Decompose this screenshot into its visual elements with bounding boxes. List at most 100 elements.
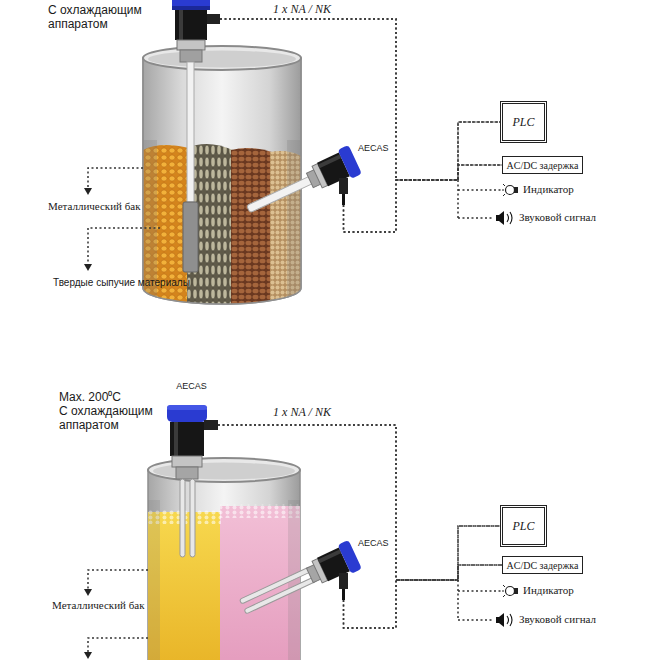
bus-wire bbox=[457, 180, 459, 218]
sensor-housing bbox=[170, 422, 204, 456]
sensor-body bbox=[236, 540, 362, 621]
sensor-caption: С охлаждающим аппаратом bbox=[48, 3, 156, 31]
relay-label: AC/DC задержка bbox=[506, 560, 578, 571]
signal-wire bbox=[344, 165, 503, 232]
probe-rod bbox=[187, 62, 194, 202]
probe-weight bbox=[183, 202, 198, 272]
cap-highlight bbox=[167, 405, 207, 410]
lamp-base bbox=[514, 588, 518, 594]
cable bbox=[342, 194, 345, 205]
signal-wire bbox=[344, 565, 503, 628]
arrowhead bbox=[84, 652, 92, 659]
sensor-housing bbox=[175, 10, 207, 40]
bulk-solids bbox=[143, 140, 301, 320]
fork-tine bbox=[180, 479, 185, 557]
leader-line bbox=[88, 570, 148, 589]
part-label: Металлический бак bbox=[48, 200, 141, 213]
lamp-base bbox=[514, 187, 518, 193]
lamp-rays bbox=[502, 585, 505, 597]
speaker bbox=[496, 613, 504, 627]
fork-tine bbox=[190, 479, 195, 557]
sensor-name: AECAS bbox=[165, 381, 218, 392]
hex-nut bbox=[172, 456, 202, 467]
plc-label: PLC bbox=[512, 519, 534, 534]
indicator-lamp bbox=[502, 585, 518, 597]
housing-highlight bbox=[179, 10, 183, 40]
plc-box: PLC bbox=[500, 101, 547, 143]
tank-outline bbox=[143, 58, 301, 304]
level-sensor: AECAS bbox=[296, 140, 360, 205]
tank-shade bbox=[143, 140, 157, 320]
level-sensor: С охлаждающим аппаратом bbox=[168, 0, 220, 62]
leader-line bbox=[88, 168, 143, 188]
output-label: Индикатор bbox=[523, 584, 574, 597]
sensor-caption: С охлаждающим аппаратом bbox=[59, 404, 167, 432]
sensor-name: AECAS bbox=[358, 143, 389, 154]
level-sensor: AECASMax. 200⁰CС охлаждающим аппаратом bbox=[165, 403, 218, 479]
bean-fill bbox=[231, 148, 272, 320]
cable-gland bbox=[339, 178, 348, 194]
lamp-rays bbox=[502, 184, 505, 196]
sensor-cap bbox=[172, 0, 210, 10]
indicator-lamp bbox=[502, 184, 518, 196]
cable bbox=[342, 589, 345, 600]
fork-tine bbox=[244, 576, 317, 613]
sound-waves bbox=[507, 212, 512, 224]
sensor-cap bbox=[167, 405, 207, 422]
part-label: Металлический бак bbox=[52, 599, 145, 612]
buzzer-symbol bbox=[496, 613, 512, 627]
hex-nut bbox=[177, 40, 205, 50]
sensor-shape bbox=[165, 403, 218, 479]
relay-box: AC/DC задержка bbox=[502, 156, 583, 174]
temperature-rating: Max. 200⁰C bbox=[59, 390, 167, 404]
cap-rim bbox=[172, 6, 210, 10]
probe-rod bbox=[247, 175, 316, 213]
level-sensor: AECAS bbox=[296, 535, 360, 600]
plc-box: PLC bbox=[500, 505, 547, 547]
sound-waves bbox=[507, 614, 512, 626]
housing-highlight bbox=[174, 422, 178, 456]
lamp-bulb bbox=[506, 186, 515, 195]
output-label: Звуковой сигнал bbox=[519, 613, 596, 626]
housing-highlight bbox=[318, 549, 341, 563]
tank-top bbox=[143, 46, 301, 70]
speaker bbox=[496, 211, 504, 225]
sensor-shape bbox=[296, 140, 360, 205]
signal-wire bbox=[220, 19, 502, 180]
branch-wire bbox=[458, 590, 501, 592]
arrowhead bbox=[84, 264, 92, 271]
relay-box: AC/DC задержка bbox=[502, 556, 583, 574]
cable-gland bbox=[339, 573, 348, 589]
tank-shade bbox=[148, 500, 160, 660]
cable-gland bbox=[204, 420, 218, 430]
tank-shade bbox=[287, 140, 301, 320]
branch-wire bbox=[458, 619, 494, 621]
arrowhead bbox=[84, 188, 92, 195]
contact-rating: 1 x NA / NK bbox=[273, 2, 331, 16]
signal-wire bbox=[344, 526, 501, 628]
plc-label: PLC bbox=[512, 115, 534, 130]
output-label: Звуковой сигнал bbox=[519, 211, 596, 224]
housing-highlight bbox=[318, 154, 341, 168]
cable-gland bbox=[207, 14, 220, 24]
branch-wires bbox=[458, 180, 501, 620]
output-label: Индикатор bbox=[523, 183, 574, 196]
tank-top bbox=[148, 458, 300, 482]
sensor-shape bbox=[296, 535, 360, 600]
signal-wire bbox=[344, 122, 501, 232]
sensor-shape bbox=[168, 0, 220, 62]
part-label: Твердые сыпучие материалы bbox=[53, 276, 123, 289]
branch-wire bbox=[458, 189, 501, 191]
thread bbox=[176, 467, 198, 479]
branch-wire bbox=[458, 217, 494, 219]
signal-wire bbox=[218, 425, 502, 580]
thread bbox=[180, 50, 202, 62]
lamp-bulb bbox=[506, 587, 515, 596]
leader-line bbox=[88, 638, 148, 652]
sensor-body bbox=[241, 145, 361, 224]
signal-wire bbox=[218, 425, 500, 580]
buzzer-symbol bbox=[496, 211, 512, 225]
leader-line bbox=[88, 228, 160, 264]
